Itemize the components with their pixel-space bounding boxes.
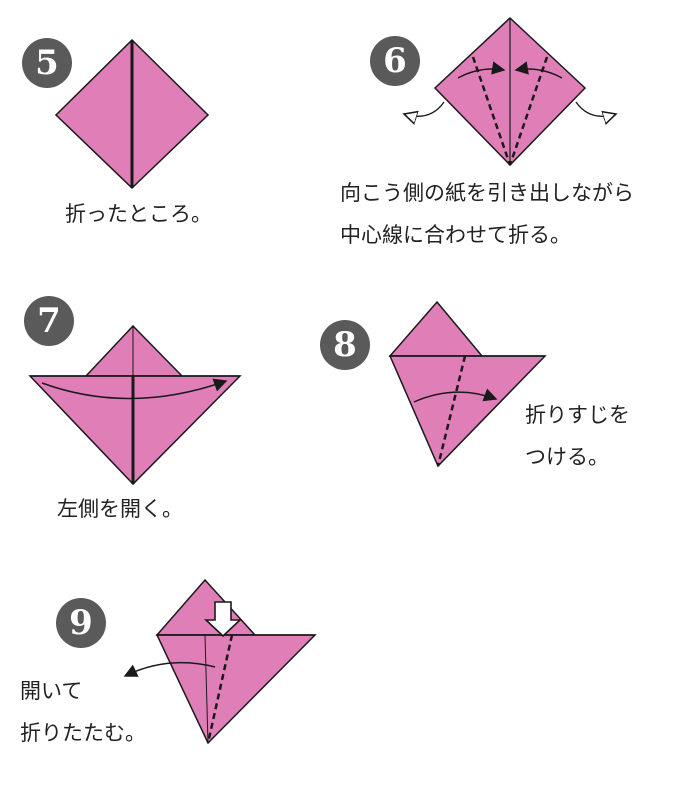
- step-5: 5 折ったところ。: [0, 0, 340, 260]
- crease-line-dashed: [436, 355, 467, 467]
- top-flap: [84, 324, 184, 377]
- step-number-badge: 7: [24, 296, 74, 346]
- pull-arrow-right: [575, 101, 616, 116]
- fold-arrow-left: [457, 61, 506, 79]
- step-number-badge: 6: [370, 36, 420, 86]
- step-7-caption: 左側を開く。: [57, 492, 183, 526]
- step-number-badge: 5: [22, 38, 72, 88]
- step-9-caption: 開いて 折りたたむ。: [20, 674, 146, 750]
- caption-line: 折ったところ。: [65, 202, 212, 226]
- step-7-diagram: [28, 324, 242, 486]
- caption-line: 折りすじを: [525, 403, 630, 427]
- caption-line: 折りたたむ。: [20, 721, 146, 745]
- caption-line: 開いて: [20, 679, 83, 703]
- open-arrow: [41, 378, 228, 400]
- crease-arrow: [413, 388, 498, 403]
- open-fold-arrow: [123, 661, 216, 677]
- fold-arrow-right: [514, 61, 563, 79]
- step-8: 8 折りすじを つける。: [310, 280, 680, 500]
- step-6-caption: 向こう側の紙を引き出しながら 中心線に合わせて折る。: [340, 176, 634, 252]
- left-fold-line-dashed: [471, 56, 512, 166]
- step-8-diagram: [388, 300, 547, 468]
- step-5-diagram: [54, 38, 210, 190]
- folded-paper: [28, 375, 242, 486]
- top-flap: [388, 300, 484, 357]
- folded-paper: [155, 634, 317, 745]
- step-7: 7 左側を開く。: [0, 280, 340, 550]
- step-8-caption: 折りすじを つける。: [525, 398, 630, 474]
- step-6: 6 向こう側の紙を引き出しながら 中心線に合わせて折る。: [340, 0, 680, 270]
- caption-line: 左側を開く。: [57, 497, 183, 521]
- center-crease-dashed: [206, 634, 234, 744]
- push-arrow-icon: [203, 601, 243, 638]
- right-fold-line-dashed: [508, 56, 549, 166]
- step-9: 9 開いて 折りたたむ。: [0, 560, 340, 800]
- pull-arrow-left: [404, 101, 445, 116]
- step-number-badge: 9: [56, 598, 106, 648]
- folded-paper: [388, 355, 547, 468]
- step-9-diagram: [123, 578, 317, 745]
- top-flap: [155, 578, 257, 636]
- caption-line: 中心線に合わせて折る。: [340, 223, 571, 247]
- caption-line: つける。: [525, 445, 609, 469]
- inner-fold-line: [204, 634, 209, 744]
- step-6-diagram: [340, 16, 680, 167]
- caption-line: 向こう側の紙を引き出しながら: [340, 181, 634, 205]
- step-number-badge: 8: [320, 320, 370, 370]
- step-5-caption: 折ったところ。: [65, 197, 212, 231]
